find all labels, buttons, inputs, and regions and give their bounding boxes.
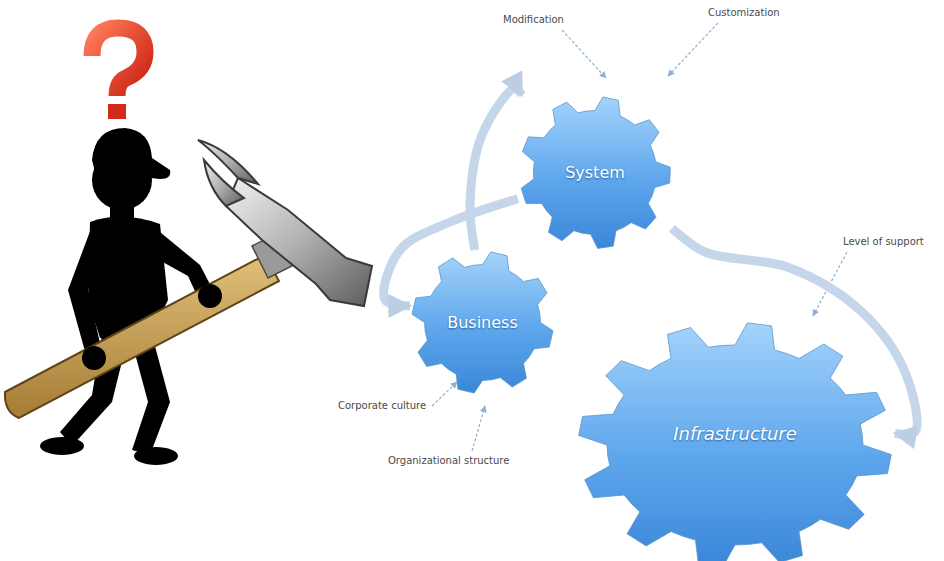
gear: System bbox=[518, 95, 672, 250]
question-mark bbox=[92, 28, 145, 119]
callout-label: Customization bbox=[708, 7, 780, 19]
gear-outline bbox=[412, 252, 553, 393]
gear: Business bbox=[410, 250, 555, 395]
callout-label: Level of support bbox=[843, 236, 924, 248]
gear-outline bbox=[521, 97, 670, 248]
leader-line bbox=[472, 406, 485, 451]
gear-outline bbox=[579, 323, 892, 561]
hammer bbox=[5, 140, 372, 418]
callout-label: Modification bbox=[503, 14, 564, 26]
gear-label: Infrastructure bbox=[673, 423, 797, 444]
leader-line bbox=[432, 382, 457, 406]
cycle-arrow bbox=[470, 88, 522, 250]
leader-line bbox=[562, 30, 606, 78]
hands bbox=[82, 284, 222, 370]
gear: Infrastructure bbox=[575, 320, 895, 561]
callout-label: Organizational structure bbox=[388, 455, 509, 467]
leader-line bbox=[668, 23, 718, 76]
gear-label: Business bbox=[447, 313, 518, 332]
callout-label: Corporate culture bbox=[338, 400, 426, 412]
gear-label: System bbox=[565, 163, 625, 182]
